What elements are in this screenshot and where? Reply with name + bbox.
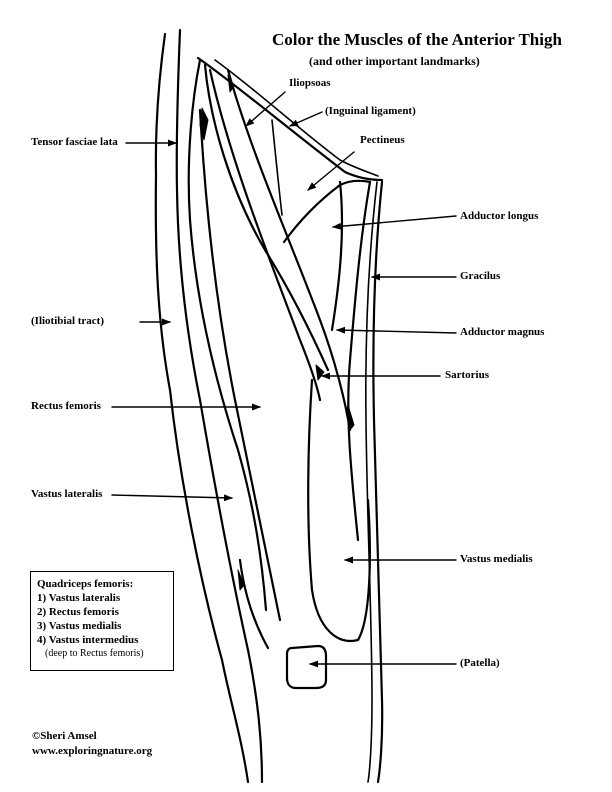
credit-author: ©Sheri Amsel	[32, 730, 97, 742]
solid-accent-3	[345, 404, 355, 431]
solid-accent-1	[199, 107, 209, 141]
legend-item: 4) Vastus intermedius	[37, 634, 139, 646]
legend-item: 1) Vastus lateralis	[37, 592, 121, 604]
iliotibial-tract-line	[175, 28, 264, 784]
iliopsoas-inner-line	[271, 119, 283, 216]
tensor-fasciae-lata-outline	[187, 58, 268, 612]
adductor-longus-outline	[330, 180, 344, 332]
label-vastus-lateralis: Vastus lateralis	[31, 488, 103, 500]
page-title: Color the Muscles of the Anterior Thigh	[272, 30, 562, 49]
credit-website: www.exploringnature.org	[32, 745, 153, 757]
label-pectineus: Pectineus	[360, 134, 405, 146]
sartorius-outline	[226, 68, 352, 432]
label-inguinal-ligament: (Inguinal ligament)	[325, 105, 416, 117]
pectineus-outline	[282, 179, 372, 244]
arrow-adductor-longus	[332, 215, 457, 230]
medial-thigh-outline	[372, 180, 384, 784]
label-vastus-medialis: Vastus medialis	[460, 553, 533, 565]
label-rectus-femoris: Rectus femoris	[31, 400, 101, 412]
sartorius-outline-2	[208, 68, 322, 402]
arrow-adductor-magnus	[336, 326, 457, 334]
vastus-lateralis-lower	[238, 558, 270, 650]
solid-accent-2	[315, 364, 325, 381]
label-sartorius: Sartorius	[445, 369, 489, 381]
arrow-iliopsoas	[245, 91, 286, 127]
solid-accent-5	[227, 74, 235, 93]
arrow-pectineus	[307, 151, 355, 191]
solid-accent-4	[237, 569, 245, 591]
label-gracilus: Gracilus	[460, 270, 501, 282]
arrow-inguinal-ligament	[289, 111, 323, 127]
label-patella: (Patella)	[460, 657, 500, 669]
arrow-vastus-lateralis	[111, 494, 233, 502]
iliopsoas-outline	[203, 63, 330, 372]
legend-note: (deep to Rectus femoris)	[45, 648, 144, 659]
quadriceps-legend: Quadriceps femoris: 1) Vastus lateralis …	[30, 571, 174, 671]
rectus-femoris-outline	[198, 108, 282, 622]
label-adductor-longus: Adductor longus	[460, 210, 539, 222]
legend-item: 2) Rectus femoris	[37, 606, 119, 618]
label-tensor-fasciae-lata: Tensor fasciae lata	[31, 136, 118, 148]
page-subtitle: (and other important landmarks)	[309, 54, 480, 68]
legend-title: Quadriceps femoris:	[37, 578, 134, 590]
legend-item: 3) Vastus medialis	[37, 620, 122, 632]
patella-outline	[285, 644, 328, 690]
label-iliopsoas: Iliopsoas	[289, 77, 331, 89]
credit: ©Sheri Amsel www.exploringnature.org	[32, 729, 152, 759]
inguinal-ligament-line	[196, 56, 384, 182]
label-iliotibial-tract: (Iliotibial tract)	[31, 315, 105, 327]
vastus-medialis-outline	[307, 378, 371, 642]
gracilis-medial-edge	[347, 180, 372, 542]
label-adductor-magnus: Adductor magnus	[460, 326, 545, 338]
inguinal-ligament-line-2	[214, 59, 379, 177]
